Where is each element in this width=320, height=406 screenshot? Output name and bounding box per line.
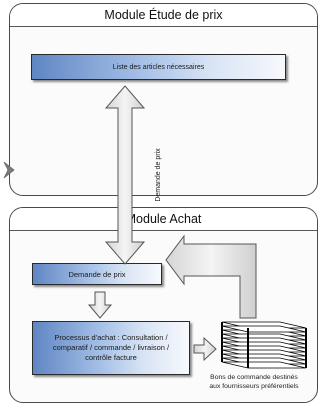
bons-de-commande-label: Bons de commande destinés aux fournisseu… (190, 373, 318, 391)
vertical-arrow-label: Demande de prix (155, 148, 162, 202)
box-processus-label: Processus d'achat : Consultation / compa… (52, 333, 170, 362)
bons-label-line1: Bons de commande destinés (210, 374, 298, 381)
box-demande-label: Demande de prix (68, 269, 126, 279)
box-processus-achat: Processus d'achat : Consultation / compa… (32, 321, 190, 375)
module-etude-title: Module Étude de prix (10, 4, 317, 27)
box-liste-label: Liste des articles nécessaires (112, 63, 205, 71)
bons-label-line2: aux fournisseurs préférentiels (209, 383, 299, 390)
module-etude-de-prix: Module Étude de prix (9, 3, 318, 196)
box-demande-de-prix: Demande de prix (32, 263, 162, 285)
box-liste-articles: Liste des articles nécessaires (31, 54, 286, 80)
